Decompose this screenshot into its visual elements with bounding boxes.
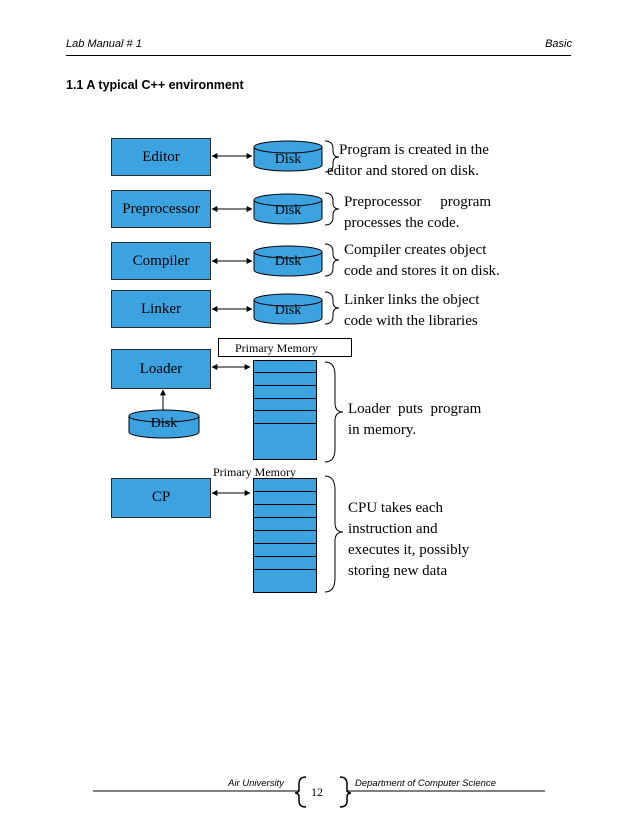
compiler-disk-label: Disk [274, 254, 302, 269]
linker-desc-line2: code with the libraries [344, 313, 478, 329]
compiler-desc-line1: Compiler creates object [344, 242, 487, 258]
compiler-label: Compiler [132, 252, 190, 269]
loader-disk: Disk [128, 409, 200, 439]
cpu-label: CP [151, 489, 171, 505]
memory-cell [254, 373, 316, 386]
preprocessor-desc-line1: Preprocessor program [344, 194, 492, 210]
cpu-memory-stack [253, 478, 317, 593]
section-title: 1.1 A typical C++ environment [66, 78, 244, 92]
cpu-brace [324, 475, 344, 593]
memory-cell [254, 399, 316, 411]
loader-desc-line1: Loader puts program [348, 401, 482, 417]
preprocessor-desc-line2: processes the code. [344, 215, 460, 231]
cpu-desc-line3: executes it, possibly [348, 542, 470, 558]
loader-memory-label-box: Primary Memory [218, 338, 352, 357]
memory-cell [254, 518, 316, 531]
loader-desc-line2: in memory. [348, 422, 417, 438]
loader-label: Loader [139, 360, 183, 377]
loader-memory-stack [253, 360, 317, 460]
disk-icon [253, 140, 323, 172]
memory-cell [254, 361, 316, 373]
memory-cell [254, 492, 316, 505]
cpu-desc-line2: instruction and [348, 521, 438, 537]
editor-desc: Program is created in the editor and sto… [327, 140, 529, 182]
header-rule [66, 55, 571, 56]
compiler-box: Compiler [111, 242, 211, 280]
compiler-disk: Disk [253, 245, 323, 277]
compiler-desc-line2: code and stores it on disk. [344, 263, 500, 279]
preprocessor-desc: Preprocessor program processes the code. [344, 192, 524, 234]
loader-box: Loader [111, 349, 211, 389]
linker-disk-label: Disk [274, 303, 302, 318]
loader-brace [324, 361, 344, 463]
editor-desc-line1: Program is created in the [339, 142, 489, 158]
cpu-desc-line4: storing new data [348, 563, 448, 579]
cpu-desc: CPU takes each instruction and executes … [348, 498, 518, 582]
footer-bracket-left [294, 776, 307, 808]
preprocessor-box: Preprocessor [111, 190, 211, 228]
linker-desc-line1: Linker links the object [344, 292, 480, 308]
preprocessor-brace [324, 192, 340, 226]
loader-desc: Loader puts program in memory. [348, 399, 518, 441]
memory-cell [254, 505, 316, 518]
editor-label: Editor [142, 148, 180, 165]
cpu-box: CP [111, 478, 211, 518]
linker-brace [324, 291, 340, 325]
page-number: 12 [311, 785, 323, 799]
preprocessor-disk-label: Disk [274, 203, 302, 218]
cpu-desc-line1: CPU takes each [348, 500, 443, 516]
footer-right: Department of Computer Science [355, 778, 496, 789]
editor-disk: Disk [253, 140, 323, 172]
memory-cell [254, 557, 316, 570]
editor-disk-label: Disk [274, 152, 302, 167]
disk-icon [253, 193, 323, 225]
loader-memory-label: Primary Memory [235, 341, 318, 355]
cpu-memory-label: Primary Memory [213, 465, 296, 479]
header-left: Lab Manual # 1 [66, 38, 142, 50]
footer-left: Air University [228, 778, 284, 789]
compiler-desc: Compiler creates object code and stores … [344, 240, 534, 282]
linker-box: Linker [111, 290, 211, 328]
memory-cell [254, 386, 316, 399]
footer-bracket-right [339, 776, 352, 808]
memory-cell [254, 479, 316, 492]
loader-disk-label: Disk [150, 416, 178, 431]
memory-cell [254, 544, 316, 557]
header-right: Basic [545, 38, 572, 50]
preprocessor-disk: Disk [253, 193, 323, 225]
linker-disk: Disk [253, 293, 323, 325]
preprocessor-label: Preprocessor [122, 200, 200, 217]
disk-icon [253, 245, 323, 277]
disk-icon [253, 293, 323, 325]
editor-box: Editor [111, 138, 211, 176]
editor-desc-line2: editor and stored on disk. [327, 163, 480, 179]
linker-desc: Linker links the object code with the li… [344, 290, 534, 332]
editor-brace [324, 140, 340, 173]
disk-icon [128, 409, 200, 439]
compiler-brace [324, 243, 340, 277]
memory-cell [254, 411, 316, 424]
linker-label: Linker [141, 300, 181, 317]
memory-cell [254, 531, 316, 544]
